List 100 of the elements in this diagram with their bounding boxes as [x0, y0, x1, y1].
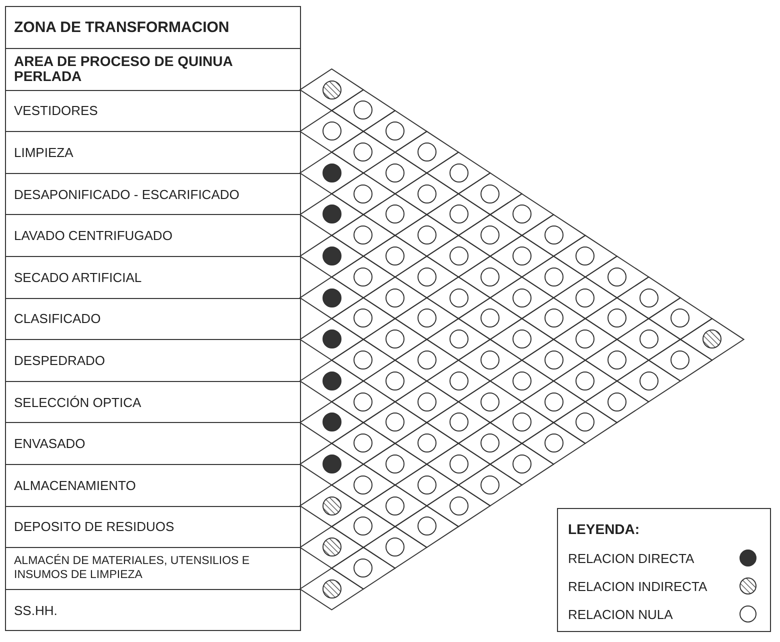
relation-symbol	[480, 308, 500, 328]
space-row	[5, 339, 301, 382]
relation-symbol	[544, 225, 564, 246]
relation-symbol	[416, 142, 437, 162]
space-name: SELECCIÓN OPTICA	[14, 394, 142, 410]
space-row	[5, 131, 301, 174]
legend-text: RELACION INDIRECTA	[568, 579, 708, 594]
relation-symbol	[385, 496, 406, 516]
relation-symbol	[385, 204, 406, 224]
relation-symbol	[322, 329, 342, 350]
relation-symbol	[416, 184, 437, 204]
relation-symbol	[353, 308, 374, 328]
relation-symbol	[322, 80, 342, 100]
relation-symbol	[512, 329, 532, 350]
space-row	[5, 464, 301, 507]
space-row	[5, 506, 301, 548]
relation-symbol	[416, 225, 437, 246]
relation-symbol	[448, 496, 468, 516]
relation-symbol	[353, 392, 374, 412]
relation-symbol	[322, 578, 342, 599]
relation-symbol	[480, 225, 500, 246]
relation-symbol	[385, 454, 406, 474]
relation-symbol	[448, 246, 468, 266]
relation-symbol	[480, 266, 500, 287]
space-name: DESPEDRADO	[14, 352, 106, 368]
relation-symbol	[512, 412, 532, 432]
space-name: AREA DE PROCESO DE QUINUA PERLADA	[14, 54, 234, 84]
space-name: DESAPONIFICADO - ESCARIFICADO	[14, 186, 240, 202]
space-row	[5, 256, 301, 299]
relation-symbol	[416, 350, 437, 370]
relation-symbol	[416, 433, 437, 454]
relation-symbol	[575, 370, 596, 391]
space-name: SS.HH.	[14, 602, 58, 618]
relation-symbol	[416, 266, 437, 287]
zone-header	[5, 6, 301, 49]
relation-symbol	[322, 204, 342, 224]
relation-symbol	[416, 516, 437, 536]
space-name: ALMACENAMIENTO	[14, 478, 136, 493]
relation-symbol	[353, 184, 374, 204]
relation-symbol	[353, 516, 374, 536]
space-row	[5, 588, 301, 632]
relation-symbol	[385, 537, 406, 558]
relation-symbol	[353, 266, 374, 287]
relation-symbol	[607, 350, 627, 370]
relation-symbol	[448, 204, 468, 224]
relation-symbol	[544, 308, 564, 328]
space-name: ALMACÉN DE MATERIALES, UTENSILIOS E INSUMOS DE LIMPIEZA	[14, 554, 251, 582]
relation-symbol	[480, 184, 500, 204]
relation-symbol	[353, 433, 374, 454]
relation-symbol	[480, 474, 500, 495]
space-name: DEPOSITO DE RESIDUOS	[14, 519, 174, 534]
relation-symbol	[353, 474, 374, 495]
relation-symbol	[702, 329, 722, 350]
relation-symbol	[512, 370, 532, 391]
space-row	[5, 422, 301, 465]
space-name: LIMPIEZA	[14, 144, 74, 160]
relation-symbol	[638, 329, 659, 350]
relation-symbol	[353, 100, 374, 120]
relation-symbol	[638, 370, 659, 391]
relation-symbol	[607, 392, 627, 412]
space-row	[5, 380, 301, 424]
relation-symbol	[322, 288, 342, 308]
relation-symbol	[322, 121, 342, 142]
relation-symbol	[638, 288, 659, 308]
relation-symbol	[385, 329, 406, 350]
space-row	[5, 172, 301, 216]
relation-symbol	[512, 288, 532, 308]
relation-symbol	[575, 329, 596, 350]
relation-symbol	[448, 454, 468, 474]
space-row	[5, 298, 301, 340]
relation-symbol	[544, 350, 564, 370]
relation-symbol	[353, 225, 374, 246]
legend-text: RELACION NULA	[568, 607, 673, 622]
space-row	[5, 90, 301, 132]
space-name: CLASIFICADO	[14, 311, 101, 326]
relation-symbol	[353, 558, 374, 578]
relation-symbol	[512, 454, 532, 474]
relation-symbol	[512, 246, 532, 266]
relation-symbol	[448, 162, 468, 183]
relation-symbol	[575, 246, 596, 266]
space-name: LAVADO CENTRIFUGADO	[14, 228, 172, 244]
relation-symbol	[353, 142, 374, 162]
relation-symbol	[448, 412, 468, 432]
relation-symbol	[480, 392, 500, 412]
relation-symbol	[322, 412, 342, 432]
relation-symbol	[416, 474, 437, 495]
space-row	[5, 547, 301, 590]
relation-symbol	[322, 496, 342, 516]
relation-symbol	[322, 537, 342, 558]
relation-symbol	[416, 392, 437, 412]
relation-symbol	[385, 121, 406, 142]
relation-symbol	[448, 329, 468, 350]
relation-symbol	[670, 308, 690, 328]
relation-symbol	[385, 288, 406, 308]
relation-symbol	[575, 288, 596, 308]
relation-symbol	[322, 246, 342, 266]
space-name: ENVASADO	[14, 436, 86, 452]
relation-symbol	[322, 370, 342, 391]
legend-text: RELACION DIRECTA	[568, 551, 694, 566]
relation-symbol	[322, 162, 342, 183]
